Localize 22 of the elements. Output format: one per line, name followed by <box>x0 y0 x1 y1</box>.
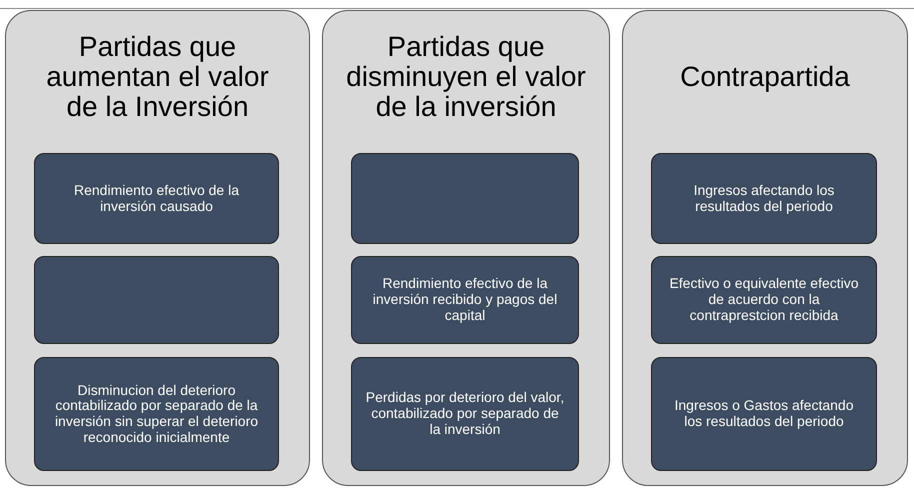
item-card <box>351 357 579 471</box>
item-card <box>651 153 877 244</box>
item-card <box>34 357 279 471</box>
column-panel <box>5 10 310 486</box>
column-panel <box>322 10 610 486</box>
item-card <box>651 256 877 344</box>
item-text: Ingresos o Gastos afectando los resultados del periodo <box>674 398 854 430</box>
item-text: Ingresos afectando los resultados del periodo <box>692 182 836 214</box>
column-heading: Partidas que disminuyen el valor de la inversión <box>345 32 587 122</box>
item-card <box>34 153 279 244</box>
column-panel <box>622 10 908 486</box>
item-text: Perdidas por deterioro del valor, contabilizado por separado de la inversión <box>364 390 566 438</box>
item-text: Disminucion del deterioro contabilizado por separado de la inversión sin superar el deterioro reconocido inicialmente <box>54 382 260 446</box>
column-heading: Partidas que aumentan el valor de la Inversión <box>45 32 270 122</box>
item-text: Efectivo o equivalente efectivo de acuerdo con la contraprestcion recibida <box>668 276 860 324</box>
item-card <box>34 256 279 344</box>
item-card <box>351 256 579 344</box>
item-text: Rendimiento efectivo de la inversión recibido y pagos del capital <box>372 276 558 324</box>
column-heading: Contrapartida <box>680 62 850 92</box>
item-card <box>351 153 579 244</box>
item-card <box>651 357 877 471</box>
item-text: Rendimiento efectivo de la inversión causado <box>73 182 240 214</box>
